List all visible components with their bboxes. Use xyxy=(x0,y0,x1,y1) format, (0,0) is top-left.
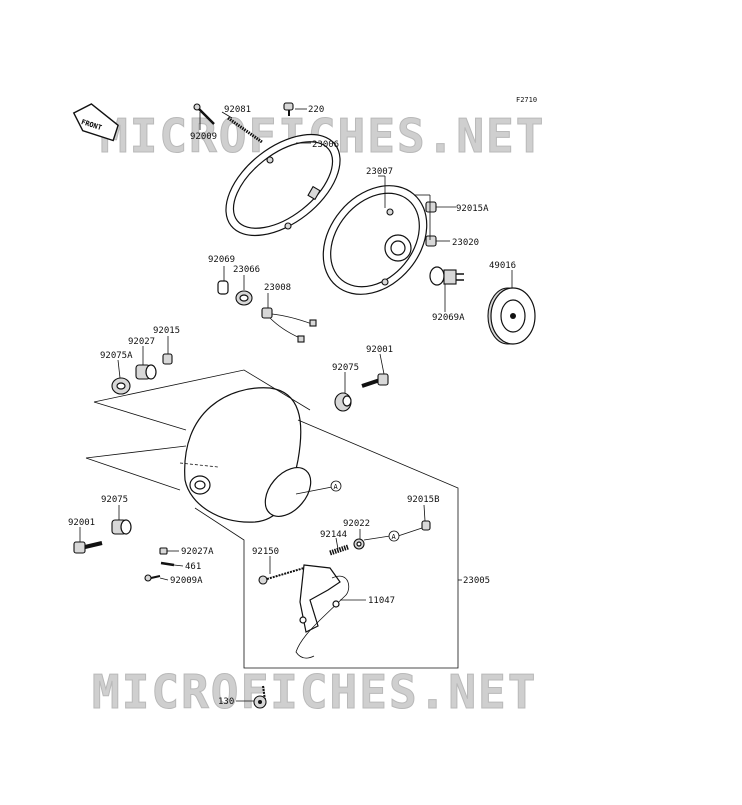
nut-92015A xyxy=(425,201,437,213)
label-11047: 11047 xyxy=(368,596,395,606)
label-92009: 92009 xyxy=(190,132,217,142)
assembly-outline xyxy=(85,369,459,669)
label-461: 461 xyxy=(185,562,201,572)
label-23007: 23007 xyxy=(366,167,393,177)
label-23008: 23008 xyxy=(264,283,291,293)
label-49016: 49016 xyxy=(489,261,516,271)
bolt-92001-left xyxy=(73,541,103,554)
label-92075-left: 92075 xyxy=(101,495,128,505)
label-92001-left: 92001 xyxy=(68,518,95,528)
label-92069: 92069 xyxy=(208,255,235,265)
spring-92081 xyxy=(227,116,263,144)
nut-92015B xyxy=(421,520,431,531)
collar-92027A xyxy=(159,547,168,555)
headlight-housing-23005 xyxy=(179,387,312,523)
label-92069A: 92069A xyxy=(432,313,465,323)
label-130: 130 xyxy=(218,697,234,707)
bolt-92001-top xyxy=(361,373,389,388)
leader-lines xyxy=(79,108,513,702)
watermark-bottom: MICROFICHES.NET xyxy=(92,665,537,719)
label-92027A: 92027A xyxy=(181,547,214,557)
label-220: 220 xyxy=(308,105,324,115)
front-arrow-icon: FRONT xyxy=(72,103,119,142)
headlight-unit-23007 xyxy=(322,185,428,295)
label-92081: 92081 xyxy=(224,105,251,115)
bulb-92069 xyxy=(217,280,229,295)
grommet-92075-left xyxy=(111,519,132,535)
washer-92022 xyxy=(353,538,365,550)
label-23006: 23006 xyxy=(312,140,339,150)
label-92022: 92022 xyxy=(343,519,370,529)
svg-text:A: A xyxy=(334,483,339,491)
socket-23008 xyxy=(261,307,317,343)
label-92015B: 92015B xyxy=(407,495,440,505)
label-92075A: 92075A xyxy=(100,351,133,361)
nut-92015 xyxy=(162,353,173,365)
screw-220 xyxy=(283,102,294,116)
screw-461 xyxy=(160,561,175,567)
label-23066: 23066 xyxy=(233,265,260,275)
label-92027: 92027 xyxy=(128,337,155,347)
collar-92027 xyxy=(135,364,157,380)
label-92001-top: 92001 xyxy=(366,345,393,355)
screw-92150 xyxy=(258,567,305,585)
grommet-92075A xyxy=(111,377,131,395)
label-23005: 23005 xyxy=(463,576,490,586)
label-92075-top: 92075 xyxy=(332,363,359,373)
screw-92009 xyxy=(193,103,215,125)
label-92150: 92150 xyxy=(252,547,279,557)
callout-a-housing: A xyxy=(330,480,342,492)
label-92009A: 92009A xyxy=(170,576,203,586)
headlight-rim-23006 xyxy=(225,133,341,237)
label-92144: 92144 xyxy=(320,530,347,540)
figure-code: F2710 xyxy=(516,96,537,104)
grommet-92075-top xyxy=(334,392,352,412)
label-92015: 92015 xyxy=(153,326,180,336)
clip-23020 xyxy=(425,235,437,247)
part-labels: 92081 220 92009 23006 23007 92015A 23020… xyxy=(68,105,516,707)
bracket-11047 xyxy=(295,564,350,659)
bulb-92069A xyxy=(429,266,464,286)
label-23020: 23020 xyxy=(452,238,479,248)
label-92015A: 92015A xyxy=(456,204,489,214)
callout-a-adjuster: A xyxy=(388,530,400,542)
screw-130 xyxy=(253,685,267,709)
socket-23066 xyxy=(235,290,253,306)
spring-92144 xyxy=(329,544,349,556)
screw-92009A xyxy=(144,574,161,582)
svg-text:A: A xyxy=(392,533,397,541)
dust-cover-49016 xyxy=(487,287,536,345)
